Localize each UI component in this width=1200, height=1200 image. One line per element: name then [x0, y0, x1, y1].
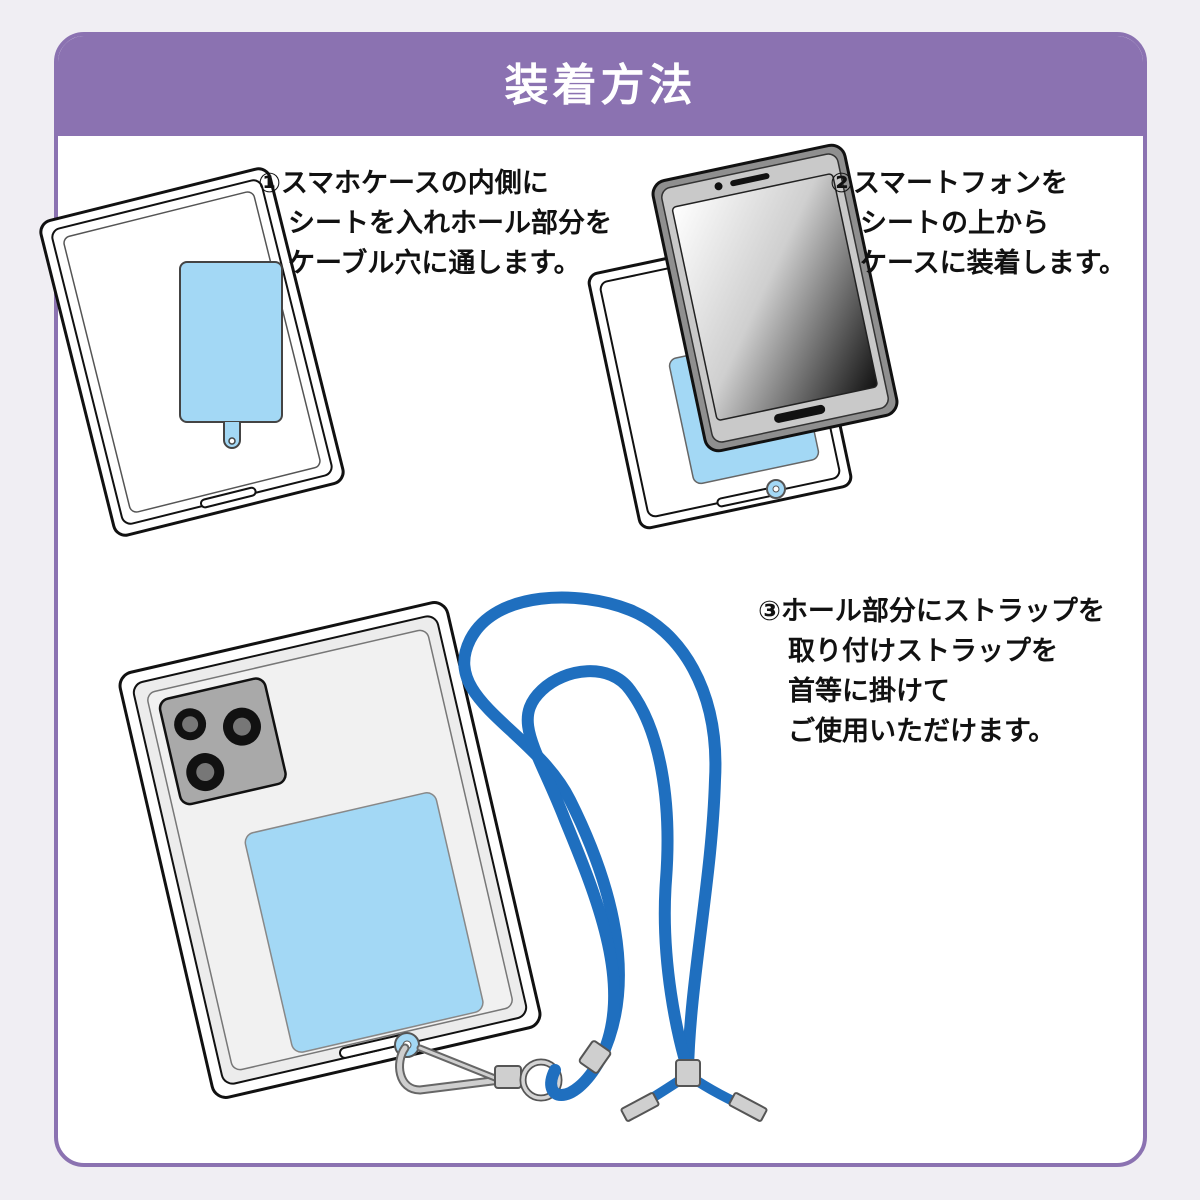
step2-line-3: ケースに装着します。	[860, 248, 1126, 279]
step1-line-3: ケーブル穴に通します。	[288, 248, 581, 279]
step3-line-4: ご使用いただけます。	[788, 716, 1056, 747]
step2-phone-illustration	[587, 143, 899, 530]
step3-text: ③ホール部分にストラップを 取り付けストラップを 首等に掛けて ご使用いただけま…	[758, 592, 1105, 752]
step3-line-3: 首等に掛けて	[788, 676, 950, 707]
step1-case-illustration	[39, 167, 345, 537]
camera-module	[158, 677, 287, 806]
step2-text: ②スマートフォンを シートの上から ケースに装着します。	[830, 164, 1126, 284]
step1-line-2: シートを入れホール部分を	[288, 208, 612, 239]
step2-line-1: ②スマートフォンを	[830, 168, 1069, 199]
page-title: 装着方法	[504, 60, 697, 111]
step3-line-2: 取り付けストラップを	[788, 636, 1058, 667]
step1-text: ①スマホケースの内側に シートを入れホール部分を ケーブル穴に通します。	[258, 164, 612, 284]
strap-metal-fittings	[578, 1040, 768, 1122]
sheet-with-hole	[179, 261, 283, 449]
split-ring	[519, 1058, 563, 1102]
step3-phone-with-strap-illustration	[118, 591, 768, 1122]
step2-line-2: シートの上から	[860, 208, 1049, 239]
snap-hook	[395, 1043, 522, 1095]
step1-line-1: ①スマホケースの内側に	[258, 168, 549, 199]
step3-line-1: ③ホール部分にストラップを	[758, 596, 1105, 627]
header-bar	[58, 36, 1143, 136]
